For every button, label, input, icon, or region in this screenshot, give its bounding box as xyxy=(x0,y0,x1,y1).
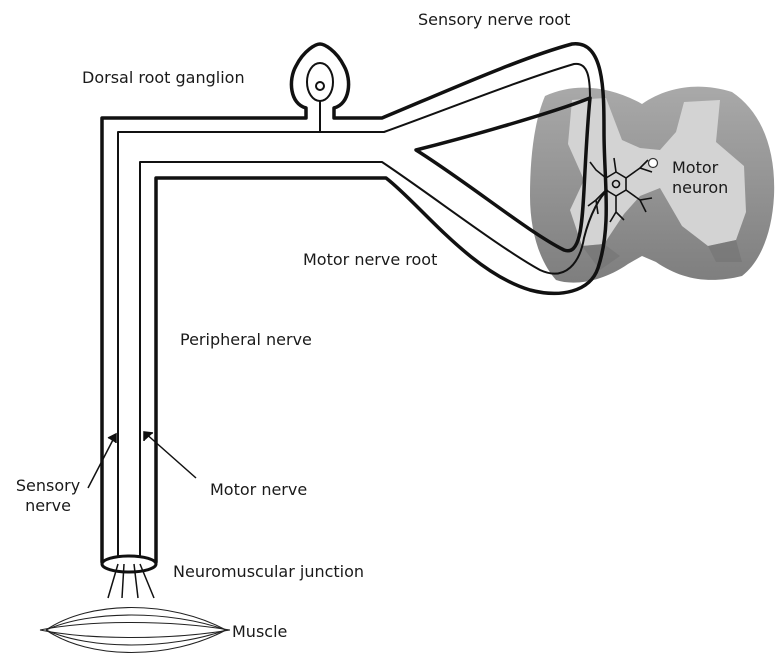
motor-neuron-marker xyxy=(649,159,658,168)
muscle-fibre-3 xyxy=(40,623,230,631)
label-peripheral-nerve: Peripheral nerve xyxy=(180,330,312,350)
muscle-fibre-1 xyxy=(46,608,226,631)
neuromuscular-junction xyxy=(102,556,156,598)
nerve-end-ellipse xyxy=(102,556,156,572)
pointer-arrows xyxy=(88,432,196,488)
label-motor-nerve-root: Motor nerve root xyxy=(303,250,437,270)
motor-nerve-arrow xyxy=(144,432,196,478)
muscle-fibre-6 xyxy=(46,630,226,653)
label-sensory-nerve-root: Sensory nerve root xyxy=(418,10,570,30)
ganglion-nucleus xyxy=(316,82,324,90)
nerve-outline xyxy=(102,44,606,562)
label-motor-nerve: Motor nerve xyxy=(210,480,307,500)
label-neuromuscular-junction: Neuromuscular junction xyxy=(173,562,364,582)
sensory-fibre xyxy=(118,64,590,556)
label-muscle: Muscle xyxy=(232,622,287,642)
ganglion-outer-body xyxy=(291,44,348,108)
muscle xyxy=(40,608,230,653)
label-motor-neuron: Motor neuron xyxy=(672,158,728,197)
spinal-cord-cross-section xyxy=(530,87,774,283)
label-dorsal-root-ganglion: Dorsal root ganglion xyxy=(82,68,245,88)
muscle-fibre-4 xyxy=(40,630,230,638)
label-sensory-nerve: Sensory nerve xyxy=(10,476,86,515)
